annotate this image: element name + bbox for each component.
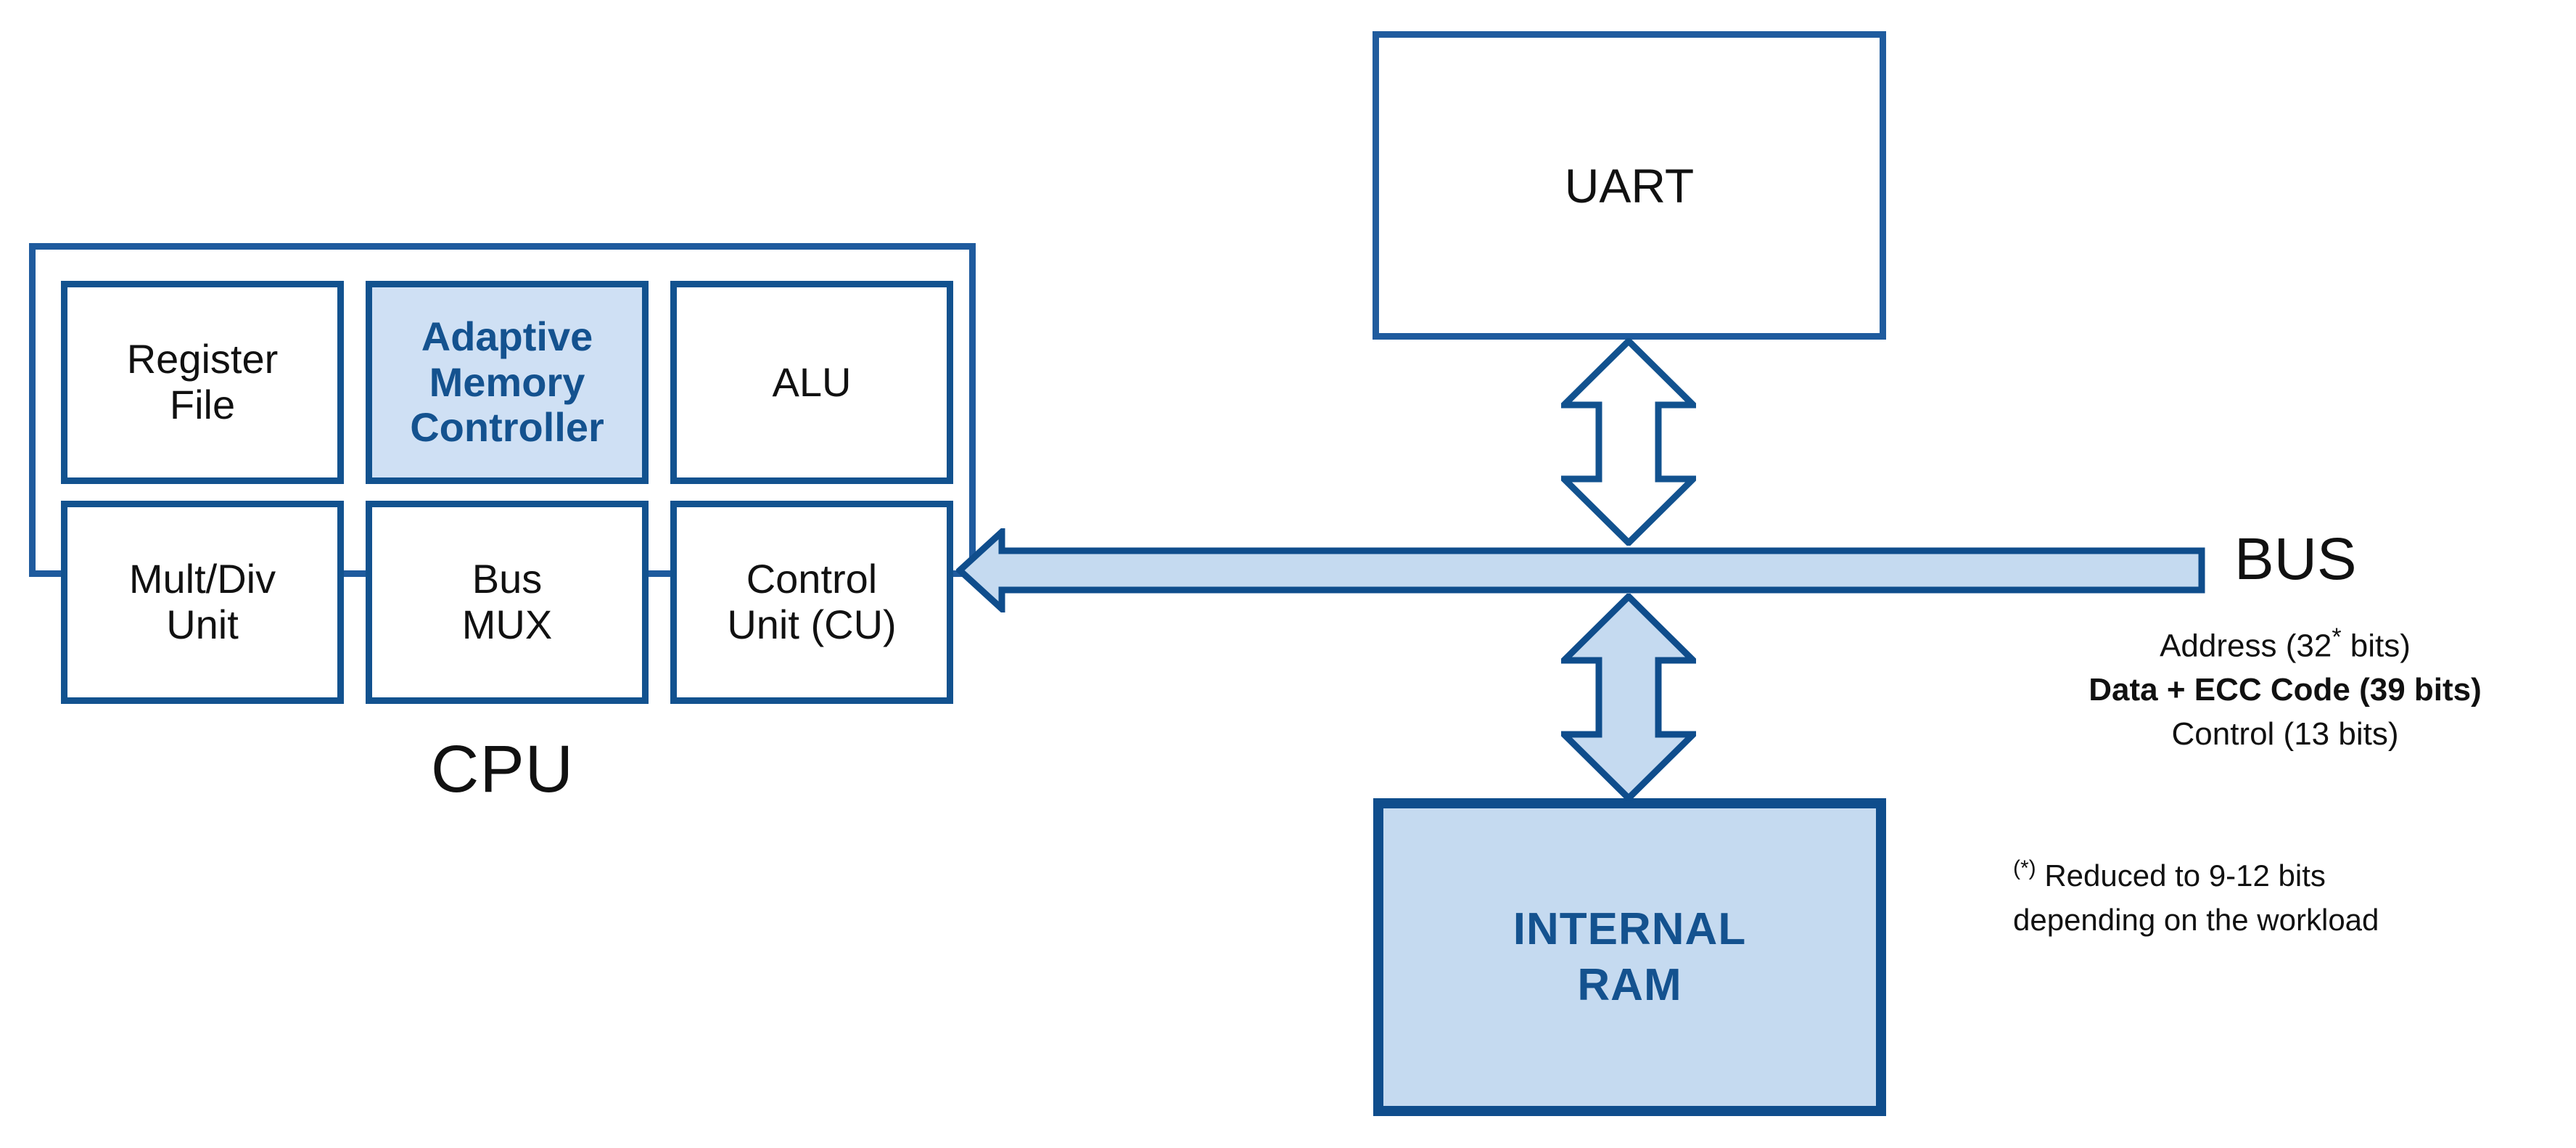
bus-footnote: (*) Reduced to 9-12 bits depending on th… [2013,853,2390,943]
footnote-body: Reduced to 9-12 bits depending on the wo… [2013,858,2379,937]
bus-legend-address: Address (32* bits) [2160,623,2411,664]
cpu-unit-label: ALU [772,358,852,405]
uart-label: UART [1564,158,1695,213]
uart-block[interactable]: UART [1373,31,1886,340]
footnote-marker: (*) [2013,856,2036,880]
uart-bus-double-arrow-icon [1561,338,1696,546]
cpu-unit-alu[interactable]: ALU [670,281,953,484]
bus-arrow[interactable] [956,528,2205,612]
footnote-marker-icon: * [2332,623,2342,651]
bus-legend: Address (32* bits) Data + ECC Code (39 b… [2002,620,2568,757]
bus-legend-control: Control (13 bits) [2171,716,2399,753]
bus-title: BUS [2234,526,2357,592]
bus-ram-double-arrow-icon [1561,594,1696,801]
cpu-label: CPU [430,732,575,806]
bus-legend-data-ecc: Data + ECC Code (39 bits) [2089,672,2482,708]
